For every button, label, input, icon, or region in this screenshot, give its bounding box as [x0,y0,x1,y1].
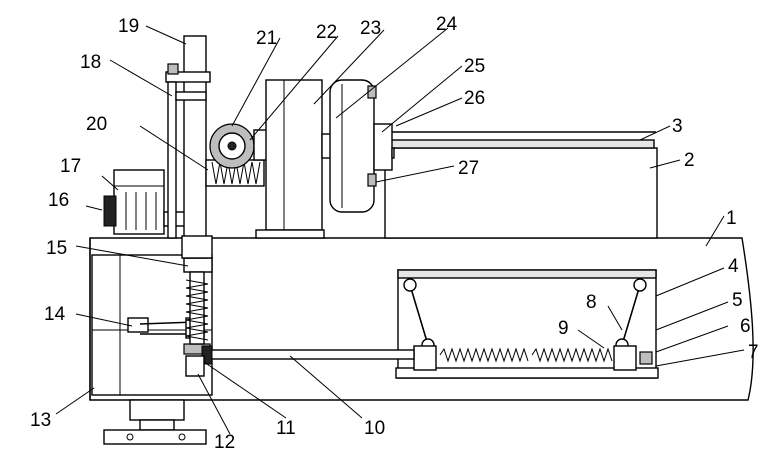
label-25: 25 [464,56,485,77]
label-11: 11 [276,418,296,439]
label-16: 16 [48,190,69,211]
leader-lines [55,25,745,435]
bearing-pillar [255,79,325,239]
label-23: 23 [360,18,381,39]
label-15: 15 [46,238,67,259]
label-18: 18 [80,52,101,73]
label-2: 2 [684,150,695,171]
lower-springs [413,345,653,371]
worktable [384,139,658,239]
label-5: 5 [732,290,743,311]
label-26: 26 [464,88,485,109]
label-17: 17 [60,156,81,177]
label-20: 20 [86,114,107,135]
lift-frame [395,269,659,379]
label-14: 14 [44,304,66,325]
label-19: 19 [118,16,139,37]
label-24: 24 [436,14,458,35]
flywheel [321,79,656,213]
label-3: 3 [672,116,683,137]
label-7: 7 [748,342,759,363]
drive-rod [203,349,415,360]
guide-column [165,35,213,259]
label-8: 8 [586,292,597,313]
label-22: 22 [316,22,337,43]
label-4: 4 [728,256,739,277]
part-labels: 19 18 21 22 23 24 25 26 27 3 2 1 4 5 6 7… [30,14,759,453]
gear-motor [209,123,269,169]
scissor-links [403,278,647,352]
label-21: 21 [256,28,277,49]
label-27: 27 [458,158,479,179]
label-12: 12 [214,432,235,453]
label-10: 10 [364,418,385,439]
label-9: 9 [558,318,569,339]
label-1: 1 [726,208,737,229]
label-13: 13 [30,410,51,431]
foot-pad [103,399,207,445]
label-6: 6 [740,316,751,337]
